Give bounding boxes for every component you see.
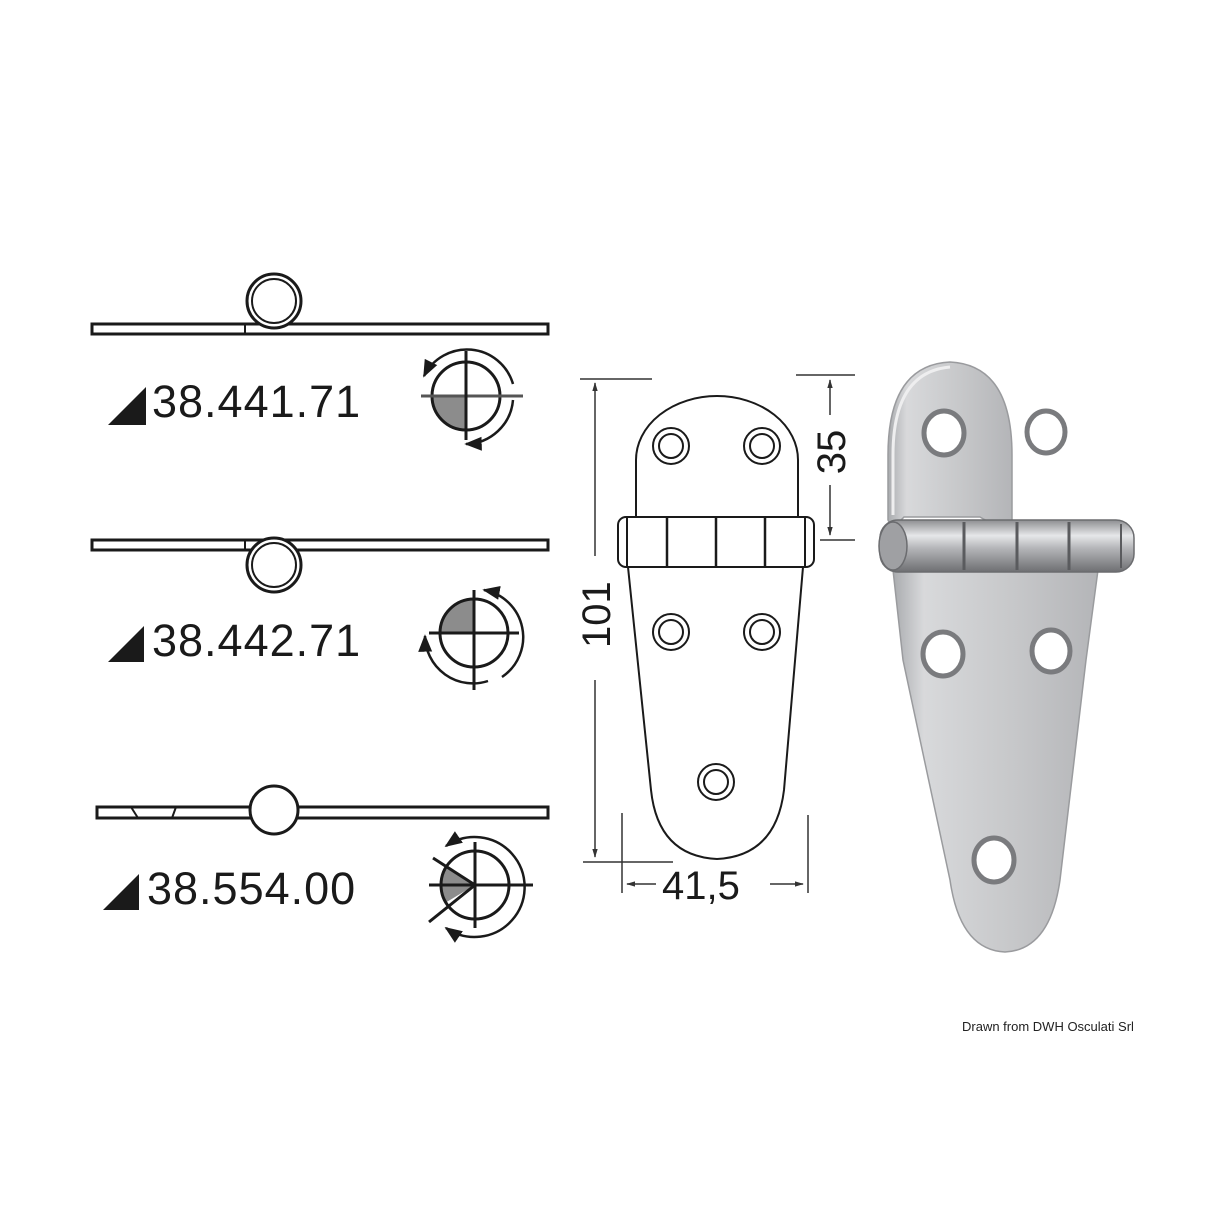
- variant-3-label: 38.554.00: [103, 862, 403, 912]
- hinge-line-drawing: [617, 395, 815, 861]
- triangle-marker-icon: [108, 387, 146, 425]
- product-code: 38.441.71: [152, 376, 362, 427]
- triangle-marker-icon: [108, 626, 144, 662]
- profile-38-441-71: [90, 272, 550, 336]
- dimension-lines: [580, 374, 855, 893]
- rotation-quadrant-bottom-left-icon: [421, 348, 523, 451]
- profile-38-442-71: [90, 536, 550, 594]
- dimension-top-leaf-label: 35: [810, 429, 854, 475]
- profile-38-554-00: [95, 784, 550, 836]
- variant-2-label: 38.442.71: [108, 614, 408, 664]
- triangle-marker-icon: [103, 874, 139, 910]
- dimension-height-label: 101: [575, 581, 619, 648]
- dimension-width-label: 41,5: [662, 864, 740, 908]
- credit-text: Drawn from DWH Osculati Srl: [962, 1019, 1134, 1034]
- hinge-product-image: [878, 361, 1135, 953]
- product-code: 38.554.00: [147, 863, 357, 914]
- rotation-quadrant-top-left-icon: [418, 586, 525, 690]
- product-code: 38.442.71: [152, 615, 362, 666]
- variant-1-label: 38.441.71: [108, 375, 408, 425]
- rotation-sector-left-icon: [428, 831, 533, 943]
